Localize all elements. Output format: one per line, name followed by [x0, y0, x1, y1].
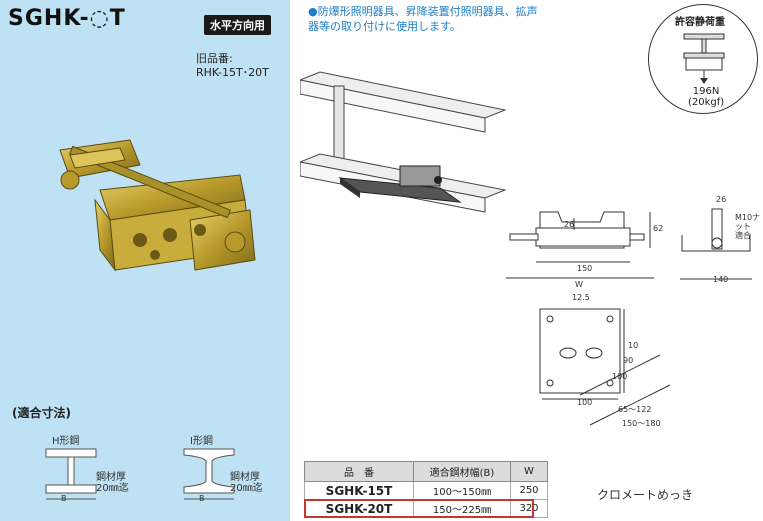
header-w: W: [510, 461, 548, 482]
dim-100b: 100: [612, 372, 628, 381]
dim-150: 150: [577, 264, 593, 273]
h-thickness-value: 20㎜迄: [96, 483, 129, 494]
front-elevation: [506, 211, 654, 279]
i-beam-b-mark: B: [199, 494, 205, 503]
h-thickness-label: 鋼材厚: [96, 472, 126, 483]
dim-26b: 26: [716, 195, 727, 204]
dim-10a: 10: [628, 341, 639, 350]
dim-90: 90: [623, 356, 634, 365]
table-row: SGHK-15T 100～150㎜ 250: [304, 481, 548, 500]
row1-product: SGHK-15T: [304, 481, 414, 500]
row2-product: SGHK-20T: [304, 499, 414, 518]
row1-width: 100～150㎜: [413, 481, 511, 500]
dim-62: 62: [653, 224, 664, 233]
spec-table: 品 番 適合鋼材幅(B) W SGHK-15T 100～150㎜ 250 SGH…: [304, 461, 548, 518]
h-beam-section: [45, 448, 97, 500]
dim-100: 100: [577, 398, 593, 407]
side-elevation: [680, 208, 752, 280]
row1-w: 250: [510, 481, 548, 500]
h-beam-thickness: 鋼材厚 20㎜迄: [96, 472, 129, 494]
old-number-value: RHK-15T･20T: [196, 66, 269, 79]
header-product: 品 番: [304, 461, 414, 482]
dim-26: 26: [564, 220, 575, 229]
i-beam-thickness: 鋼材厚 20㎜迄: [230, 472, 263, 494]
load-n: 196N: [692, 86, 720, 97]
dim-65-122: 65～122: [618, 405, 652, 414]
i-thickness-value: 20㎜迄: [230, 483, 263, 494]
h-beam-b-mark: B: [61, 494, 67, 503]
old-number-label: 旧品番:: [196, 52, 233, 65]
m10-fit: 適合: [735, 231, 751, 240]
product-title: SGHK-◌T: [8, 6, 126, 31]
dim-150-180: 150～180: [622, 419, 661, 428]
dim-140: 140: [713, 275, 729, 284]
load-value: 196N (20kgf): [688, 86, 724, 108]
spec-header-row: 品 番 適合鋼材幅(B) W: [304, 461, 548, 482]
table-row: SGHK-20T 150～225㎜ 320: [304, 499, 548, 518]
m10-nut: M10ナット: [735, 213, 761, 231]
fit-dimensions-title: (適合寸法): [12, 406, 71, 420]
product-photo: [59, 139, 256, 272]
usage-note: ●防爆形照明器具、昇降装置付照明器具、拡声器等の取り付けに使用します。: [308, 5, 538, 33]
header-width: 適合鋼材幅(B): [413, 461, 511, 482]
i-beam-section: [183, 448, 235, 500]
i-thickness-label: 鋼材厚: [230, 472, 260, 483]
dim-w: W: [575, 280, 583, 289]
h-beam-label: H形鋼: [52, 436, 80, 447]
m10-note: M10ナット 適合: [735, 213, 763, 240]
old-number: 旧品番: RHK-15T･20T: [196, 52, 269, 80]
direction-badge: 水平方向用: [204, 15, 271, 35]
load-title: 許容静荷重: [675, 17, 725, 28]
load-diagram: [683, 33, 725, 84]
finish-label: クロメートめっき: [597, 488, 694, 502]
plan-view: [539, 308, 671, 426]
load-kgf: (20kgf): [688, 97, 725, 108]
installation-illustration: [300, 71, 507, 213]
i-beam-label: I形鋼: [190, 436, 213, 447]
selected-row-highlight: [304, 499, 534, 518]
dim-12-5: 12.5: [572, 293, 590, 302]
